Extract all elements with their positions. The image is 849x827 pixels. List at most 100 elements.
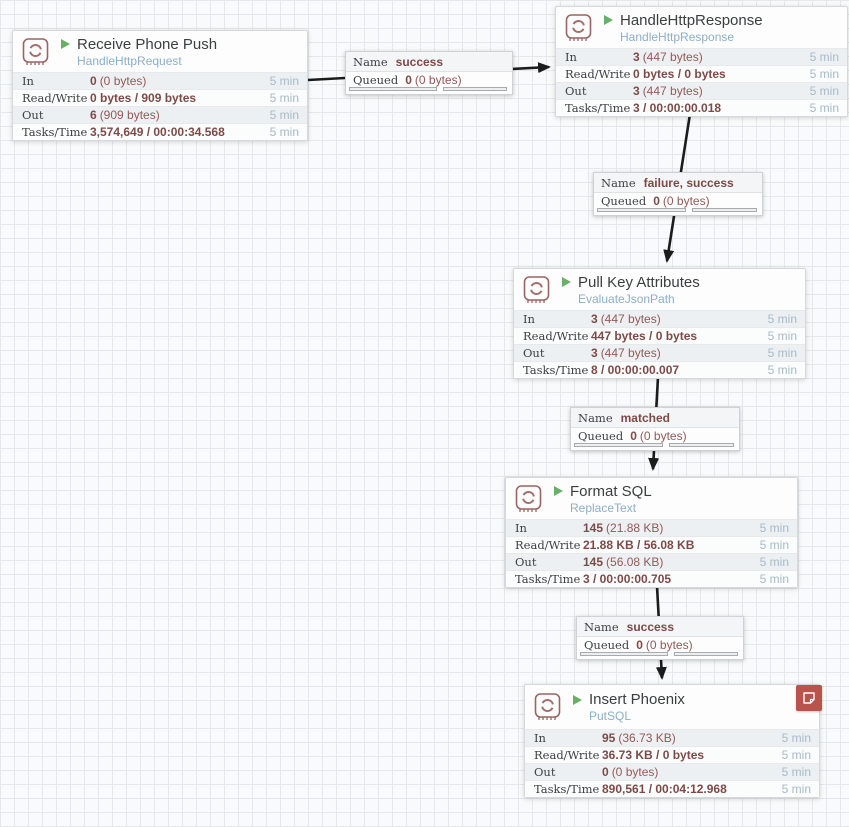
stat-row-tasks: Tasks/Time 3 / 00:00:00.705 5 min bbox=[506, 570, 797, 587]
stat-value: 95(36.73 KB) bbox=[602, 731, 676, 745]
connection-label-success-2[interactable]: Name success Queued 0(0 bytes) bbox=[576, 616, 744, 660]
connection-name-value: matched bbox=[620, 410, 670, 425]
processor-name: Pull Key Attributes bbox=[578, 273, 700, 291]
processor-node-pull-key-attributes[interactable]: Pull Key Attributes EvaluateJsonPath In … bbox=[513, 268, 806, 379]
stat-value: 3,574,649 / 00:00:34.568 bbox=[90, 125, 225, 139]
stat-value: 8 / 00:00:00.007 bbox=[591, 363, 680, 377]
stat-window: 5 min bbox=[781, 731, 811, 745]
connection-queued-label: Queued bbox=[578, 428, 624, 443]
connection-label-matched[interactable]: Name matched Queued 0(0 bytes) bbox=[570, 407, 740, 451]
stat-row-out: Out 3(447 bytes) 5 min bbox=[556, 82, 847, 99]
stat-window: 5 min bbox=[759, 521, 789, 535]
stat-value: 3 / 00:00:00.705 bbox=[583, 572, 672, 586]
stat-value: 3(447 bytes) bbox=[591, 312, 661, 326]
stat-window: 5 min bbox=[781, 765, 811, 779]
stat-row-readwrite: Read/Write 0 bytes / 0 bytes 5 min bbox=[556, 65, 847, 82]
connection-name-label: Name bbox=[353, 54, 388, 69]
stat-row-out: Out 0(0 bytes) 5 min bbox=[525, 763, 819, 780]
queue-size-bar bbox=[674, 652, 738, 656]
connection-name-label: Name bbox=[601, 175, 636, 190]
queue-count-bar bbox=[349, 87, 437, 91]
processor-node-insert-phoenix[interactable]: Insert Phoenix PutSQL In 95(36.73 KB) 5 … bbox=[524, 684, 822, 798]
stat-label: Out bbox=[565, 84, 587, 98]
stat-row-readwrite: Read/Write 21.88 KB / 56.08 KB 5 min bbox=[506, 536, 797, 553]
stat-label: Out bbox=[22, 108, 44, 122]
queue-size-bar bbox=[443, 87, 507, 91]
connection-queued-label: Queued bbox=[353, 72, 399, 87]
processor-node-receive-phone-push[interactable]: Receive Phone Push HandleHttpRequest In … bbox=[12, 30, 308, 141]
processor-icon bbox=[515, 484, 542, 512]
stat-label: Tasks/Time bbox=[565, 101, 631, 115]
run-status-play-icon bbox=[554, 486, 563, 496]
processor-header: Insert Phoenix PutSQL bbox=[525, 685, 819, 729]
connection-queued-label: Queued bbox=[601, 193, 647, 208]
stat-label: Read/Write bbox=[515, 538, 581, 552]
connection-label-success-1[interactable]: Name success Queued 0(0 bytes) bbox=[345, 51, 513, 95]
stat-value: 3 / 00:00:00.018 bbox=[633, 101, 722, 115]
connection-name-value: success bbox=[626, 619, 675, 634]
stat-label: In bbox=[22, 74, 34, 88]
stat-value: 3(447 bytes) bbox=[633, 50, 703, 64]
connection-name-label: Name bbox=[584, 619, 619, 634]
stat-value: 3(447 bytes) bbox=[591, 346, 661, 360]
stat-label: Read/Write bbox=[565, 67, 631, 81]
stat-row-in: In 3(447 bytes) 5 min bbox=[556, 48, 847, 65]
processor-icon bbox=[565, 13, 592, 41]
comment-badge[interactable] bbox=[796, 685, 822, 711]
run-status-play-icon bbox=[562, 277, 571, 287]
stat-row-out: Out 145(56.08 KB) 5 min bbox=[506, 553, 797, 570]
stat-value: 145(56.08 KB) bbox=[583, 555, 664, 569]
stat-row-readwrite: Read/Write 447 bytes / 0 bytes 5 min bbox=[514, 327, 805, 344]
processor-name: Receive Phone Push bbox=[77, 35, 218, 53]
run-status-play-icon bbox=[604, 15, 613, 25]
stat-value: 890,561 / 00:04:12.968 bbox=[602, 782, 727, 796]
processor-type: HandleHttpRequest bbox=[77, 53, 182, 68]
stat-window: 5 min bbox=[767, 329, 797, 343]
stat-label: Out bbox=[515, 555, 537, 569]
stat-window: 5 min bbox=[767, 312, 797, 326]
processor-header: HandleHttpResponse HandleHttpResponse bbox=[556, 7, 847, 48]
queue-size-bar bbox=[692, 208, 757, 212]
stat-window: 5 min bbox=[767, 363, 797, 377]
queue-size-bar bbox=[669, 443, 734, 447]
connection-label-failure-success[interactable]: Name failure, success Queued 0(0 bytes) bbox=[593, 172, 763, 216]
stat-label: Tasks/Time bbox=[523, 363, 589, 377]
stat-row-readwrite: Read/Write 36.73 KB / 0 bytes 5 min bbox=[525, 746, 819, 763]
stat-label: Tasks/Time bbox=[534, 782, 600, 796]
stat-row-out: Out 3(447 bytes) 5 min bbox=[514, 344, 805, 361]
stat-label: In bbox=[534, 731, 546, 745]
processor-name: HandleHttpResponse bbox=[620, 11, 763, 29]
stat-label: Tasks/Time bbox=[22, 125, 88, 139]
stat-value: 0(0 bytes) bbox=[90, 74, 147, 88]
processor-type: HandleHttpResponse bbox=[620, 29, 735, 44]
processor-node-format-sql[interactable]: Format SQL ReplaceText In 145(21.88 KB) … bbox=[505, 477, 798, 588]
queue-fill-bars bbox=[594, 208, 762, 215]
processor-name: Insert Phoenix bbox=[589, 691, 685, 708]
stat-value: 21.88 KB / 56.08 KB bbox=[583, 538, 695, 552]
processor-node-handlehttpresponse[interactable]: HandleHttpResponse HandleHttpResponse In… bbox=[555, 6, 848, 117]
stat-label: Tasks/Time bbox=[515, 572, 581, 586]
processor-name: Format SQL bbox=[570, 482, 652, 500]
stat-label: Out bbox=[523, 346, 545, 360]
stat-row-in: In 145(21.88 KB) 5 min bbox=[506, 519, 797, 536]
stat-label: Read/Write bbox=[534, 748, 600, 762]
queue-fill-bars bbox=[571, 443, 739, 450]
processor-header: Pull Key Attributes EvaluateJsonPath bbox=[514, 269, 805, 310]
stat-row-tasks: Tasks/Time 890,561 / 00:04:12.968 5 min bbox=[525, 780, 819, 797]
stat-row-tasks: Tasks/Time 8 / 00:00:00.007 5 min bbox=[514, 361, 805, 378]
processor-icon bbox=[523, 275, 550, 303]
stat-window: 5 min bbox=[269, 108, 299, 122]
connection-name-value: success bbox=[395, 54, 444, 69]
stat-window: 5 min bbox=[781, 748, 811, 762]
stat-value: 36.73 KB / 0 bytes bbox=[602, 748, 705, 762]
run-status-play-icon bbox=[573, 694, 582, 705]
stat-window: 5 min bbox=[781, 782, 811, 796]
connection-queued-label: Queued bbox=[584, 637, 630, 652]
processor-header: Format SQL ReplaceText bbox=[506, 478, 797, 519]
connection-queued-value: 0(0 bytes) bbox=[630, 428, 687, 443]
connection-name-label: Name bbox=[578, 410, 613, 425]
stat-window: 5 min bbox=[269, 91, 299, 105]
processor-icon bbox=[22, 37, 49, 65]
stat-label: In bbox=[565, 50, 577, 64]
